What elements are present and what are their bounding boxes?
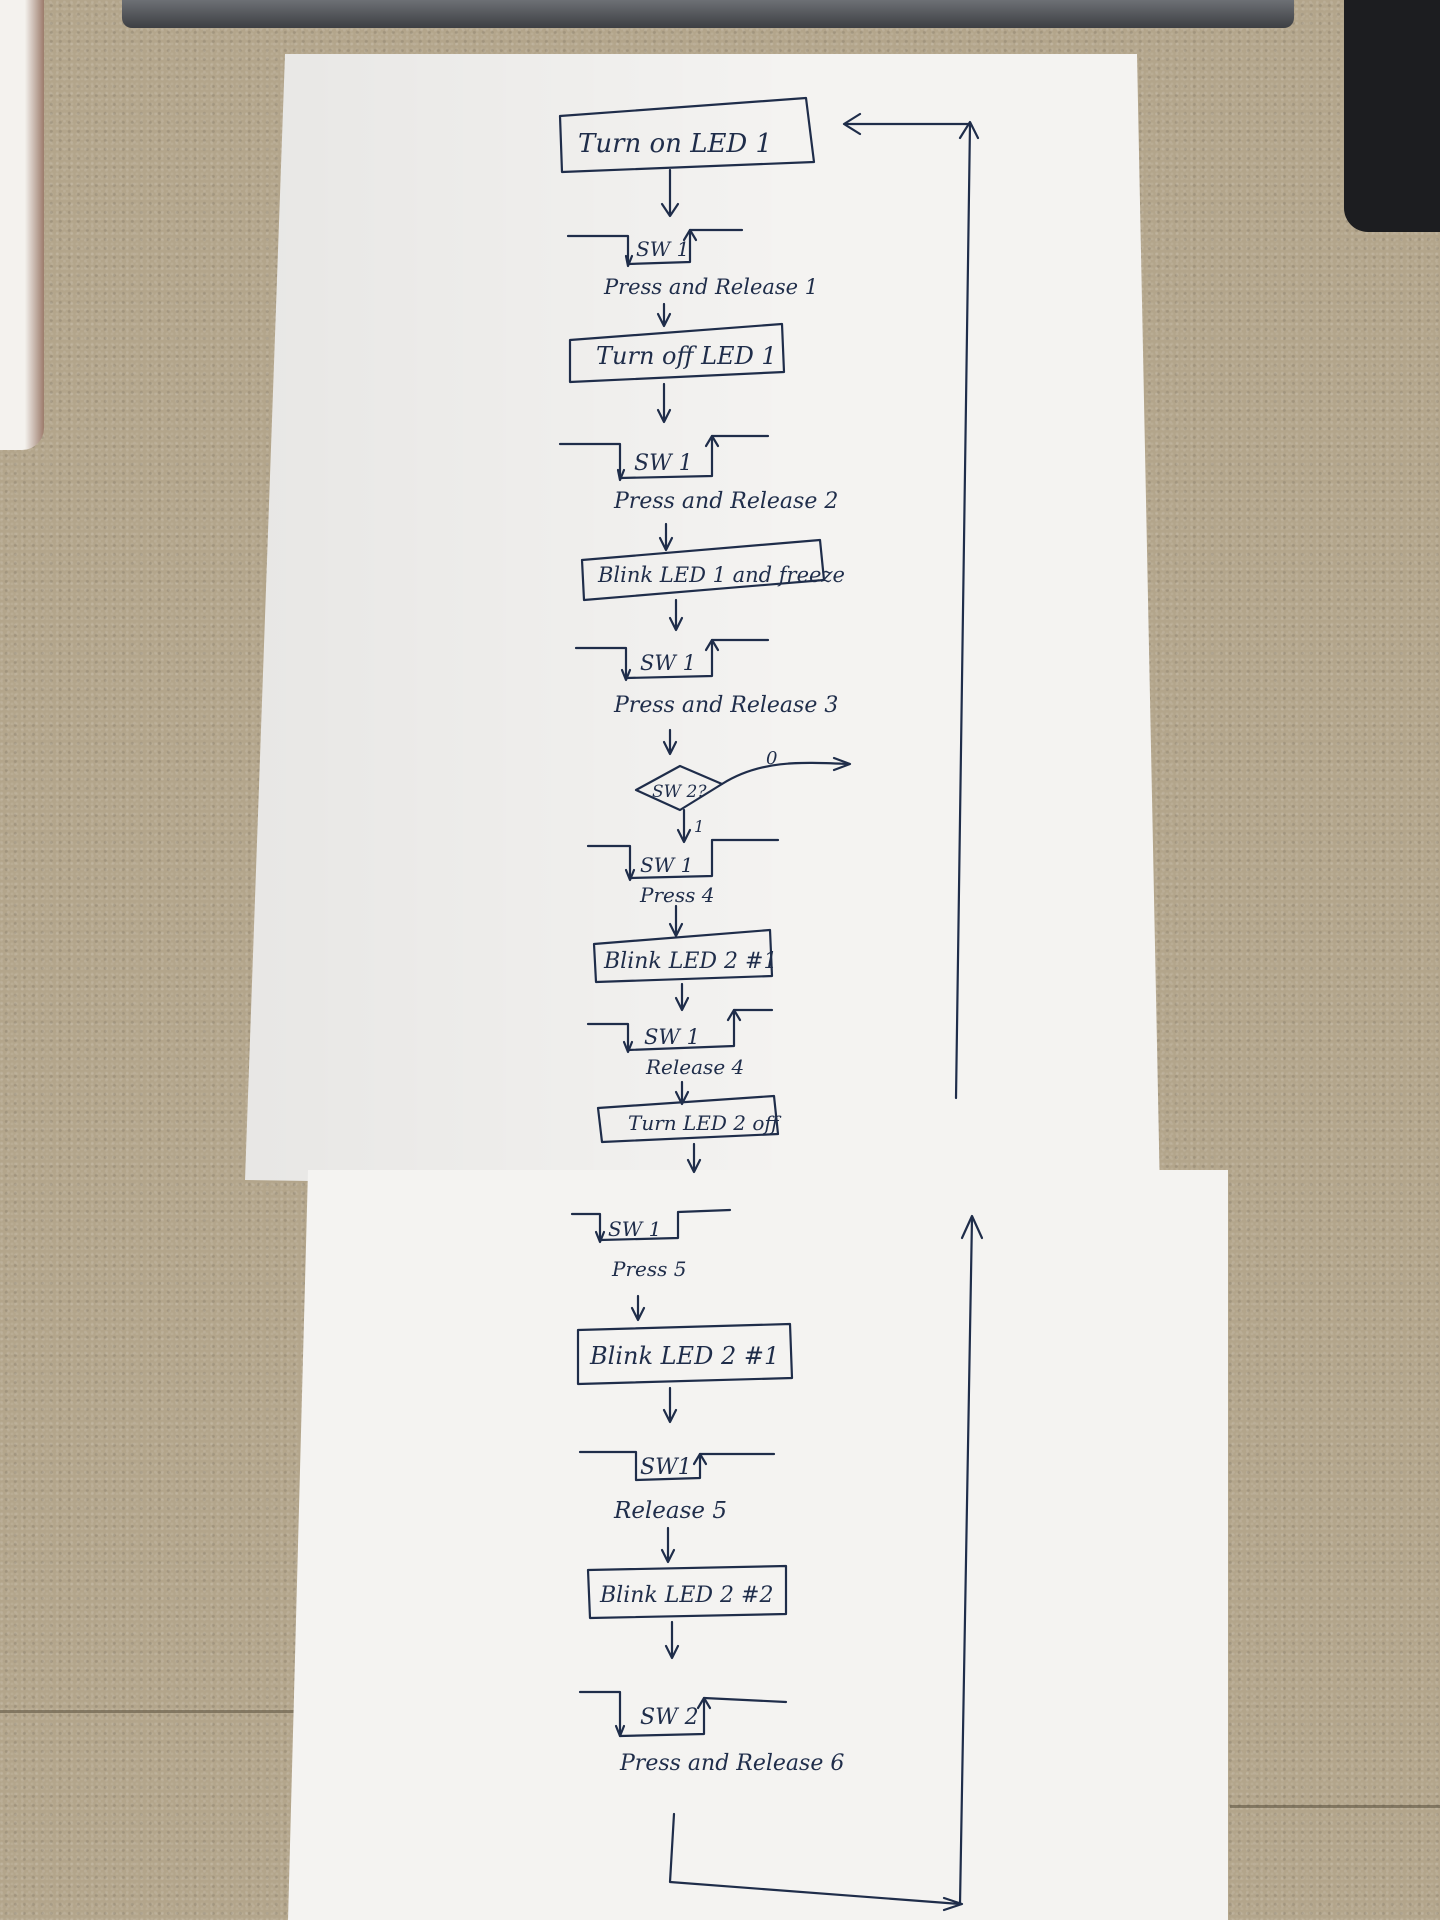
phone-edge [0,0,44,450]
process-box-turn-off-led1: Turn off LED 1 [568,322,786,384]
switch-pulse-1: SW 1 Press and Release 1 [566,228,818,299]
process-box-turn-on-led1: Turn on LED 1 [558,96,816,174]
svg-text:Turn off LED 1: Turn off LED 1 [596,342,777,370]
svg-text:Blink LED 2 #1: Blink LED 2 #1 [603,949,777,974]
switch-pulse-6: SW 1 Press 5 [570,1208,732,1281]
process-box-turn-led2-off: Turn LED 2 off [596,1094,782,1144]
switch-pulse-4: SW 1 Press 4 [586,838,780,907]
svg-text:SW 2?: SW 2? [652,782,707,802]
svg-text:SW 1: SW 1 [634,451,693,476]
paper-sheet-top [245,54,1160,1194]
svg-text:Press 4: Press 4 [639,883,714,907]
svg-text:Turn LED 2 off: Turn LED 2 off [628,1111,782,1135]
switch-pulse-5: SW 1 Release 4 [586,1008,774,1079]
svg-text:Blink LED 2 #2: Blink LED 2 #2 [599,1583,773,1608]
svg-text:Blink LED 1 and freeze: Blink LED 1 and freeze [597,563,845,587]
svg-text:SW 1: SW 1 [636,237,689,261]
floor-seam [1230,1805,1440,1808]
svg-text:1: 1 [694,817,704,836]
svg-text:Press and Release 6: Press and Release 6 [619,1751,844,1776]
decision-diamond-sw2: SW 2? 0 1 [634,748,852,836]
svg-text:Blink LED 2 #1: Blink LED 2 #1 [589,1342,779,1370]
switch-pulse-7: SW1 Release 5 [578,1450,776,1524]
process-box-blink-led2-2: Blink LED 2 #2 [586,1564,788,1620]
svg-text:SW1: SW1 [640,1455,692,1480]
svg-text:SW 1: SW 1 [644,1025,700,1049]
svg-text:Turn on LED 1: Turn on LED 1 [578,129,772,159]
svg-text:Press 5: Press 5 [611,1257,686,1281]
process-box-blink-led1-freeze: Blink LED 1 and freeze [580,538,845,602]
svg-text:0: 0 [766,748,777,769]
floor-seam [0,1710,300,1713]
svg-text:SW 1: SW 1 [640,651,696,675]
laptop-edge [122,0,1294,28]
switch-pulse-2: SW 1 Press and Release 2 [558,434,838,514]
svg-text:SW 1: SW 1 [608,1217,661,1241]
process-box-blink-led2-1: Blink LED 2 #1 [592,928,777,984]
svg-text:SW 2: SW 2 [640,1705,699,1730]
switch-pulse-3: SW 1 Press and Release 3 [574,638,838,718]
dark-device [1344,0,1440,232]
svg-text:Press and Release 1: Press and Release 1 [603,275,818,299]
loop-back-line-bottom [668,1214,984,1912]
loop-back-line-top [842,112,980,1100]
svg-text:SW 1: SW 1 [640,853,693,877]
paper-sheet-bottom [288,1170,1228,1920]
svg-text:Press and Release 2: Press and Release 2 [613,489,838,514]
process-box-blink-led2-1-second: Blink LED 2 #1 [576,1322,794,1386]
flow-arrows [630,168,702,1660]
svg-text:Release 4: Release 4 [645,1055,744,1079]
svg-text:Release 5: Release 5 [613,1498,727,1524]
switch-pulse-8: SW 2 Press and Release 6 [578,1690,844,1776]
svg-text:Press and Release 3: Press and Release 3 [613,693,838,718]
